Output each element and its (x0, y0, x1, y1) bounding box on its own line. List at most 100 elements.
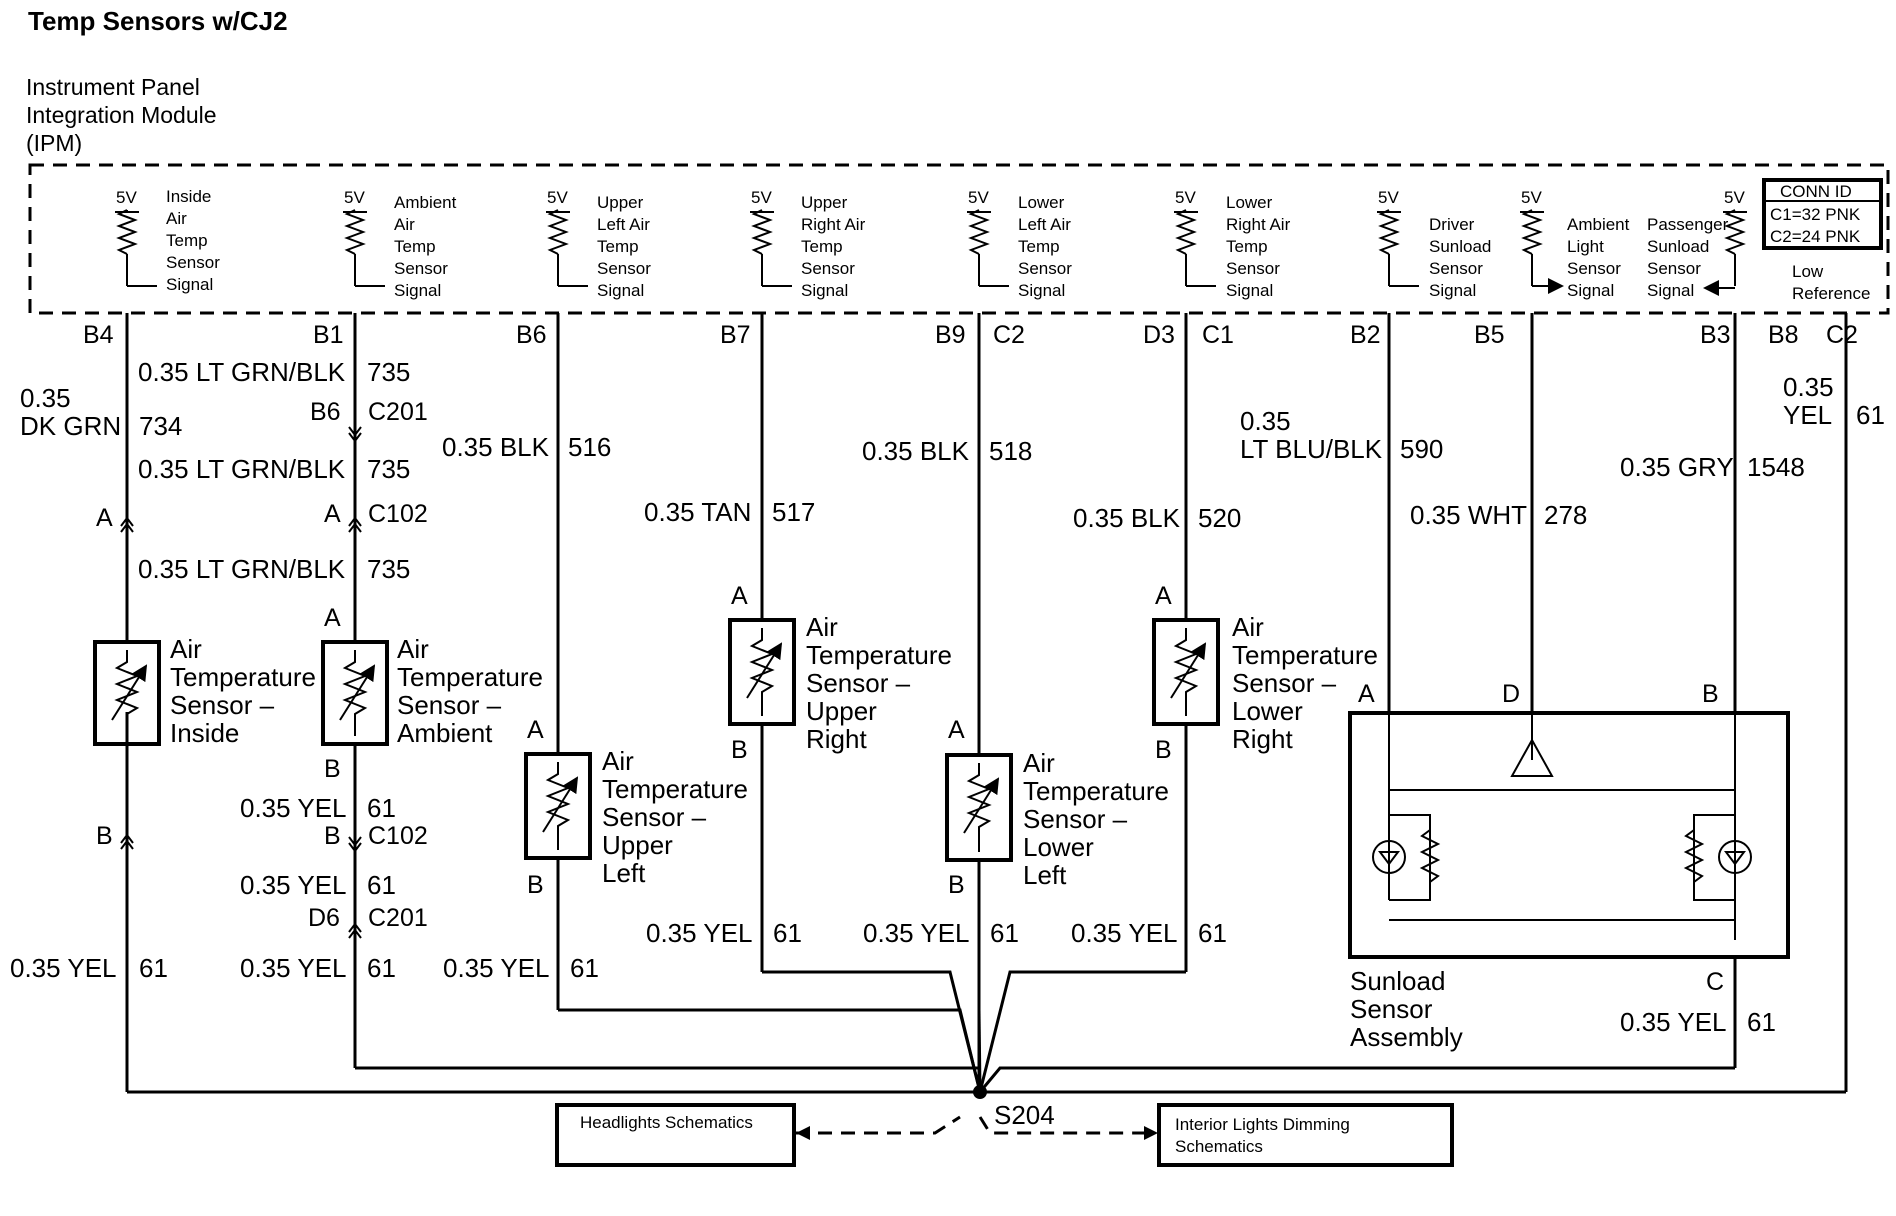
svg-text:LT BLU/BLK: LT BLU/BLK (1240, 434, 1383, 464)
svg-text:Signal: Signal (166, 275, 213, 294)
svg-text:Right Air: Right Air (801, 215, 866, 234)
svg-text:Ambient: Ambient (397, 718, 493, 748)
svg-text:Temp: Temp (1226, 237, 1268, 256)
svg-text:Lower: Lower (1023, 832, 1094, 862)
svg-text:Air: Air (1023, 748, 1055, 778)
svg-text:5V: 5V (1175, 188, 1196, 207)
svg-text:0.35 YEL: 0.35 YEL (863, 918, 970, 948)
svg-text:C102: C102 (368, 822, 428, 850)
svg-text:Left Air: Left Air (1018, 215, 1071, 234)
svg-text:0.35: 0.35 (1783, 372, 1834, 402)
svg-text:Light: Light (1567, 237, 1604, 256)
svg-text:B: B (1155, 736, 1172, 764)
svg-text:Sensor –: Sensor – (806, 668, 911, 698)
svg-text:Air: Air (170, 634, 202, 664)
svg-text:A: A (1155, 582, 1172, 610)
svg-text:Sensor: Sensor (1429, 259, 1483, 278)
svg-text:Sensor –: Sensor – (1232, 668, 1337, 698)
svg-text:5V: 5V (968, 188, 989, 207)
svg-text:0.35: 0.35 (20, 383, 71, 413)
wire-labels: 0.35 DK GRN 734 0.35 LT GRN/BLK 735 0.35… (10, 357, 1885, 1037)
svg-text:B: B (731, 736, 748, 764)
svg-text:Upper: Upper (597, 193, 644, 212)
sunload-sensor-assembly (1348, 711, 1790, 959)
svg-text:0.35 WHT: 0.35 WHT (1410, 500, 1527, 530)
splice-s204 (973, 1085, 987, 1099)
svg-text:61: 61 (1747, 1007, 1776, 1037)
svg-text:Temp: Temp (801, 237, 843, 256)
svg-text:B: B (96, 822, 113, 850)
svg-text:5V: 5V (1378, 188, 1399, 207)
connector-labels: B6 C201 A A C102 A B B B C102 D6 C201 A … (96, 398, 1724, 996)
svg-text:0.35 TAN: 0.35 TAN (644, 497, 751, 527)
svg-text:C102: C102 (368, 500, 428, 528)
svg-text:C201: C201 (368, 904, 428, 932)
svg-text:Sensor: Sensor (1018, 259, 1072, 278)
svg-text:Left: Left (1023, 860, 1067, 890)
svg-text:Instrument Panel: Instrument Panel (26, 74, 200, 100)
svg-text:590: 590 (1400, 434, 1443, 464)
svg-text:B: B (948, 871, 965, 899)
sensor-lower-right (1152, 618, 1220, 726)
svg-text:D: D (1502, 680, 1520, 708)
svg-text:0.35 GRY: 0.35 GRY (1620, 452, 1734, 482)
splice-label: S204 (994, 1100, 1055, 1130)
svg-text:C2=24 PNK: C2=24 PNK (1770, 227, 1861, 246)
svg-text:61: 61 (367, 870, 396, 900)
svg-text:Signal: Signal (597, 281, 644, 300)
svg-text:Sensor: Sensor (801, 259, 855, 278)
svg-text:1548: 1548 (1747, 452, 1805, 482)
svg-text:B7: B7 (720, 321, 751, 349)
svg-text:734: 734 (139, 411, 182, 441)
sensor-labels: Air Temperature Sensor – Inside Air Temp… (170, 612, 1463, 1052)
svg-text:61: 61 (367, 793, 396, 823)
svg-text:Low: Low (1792, 262, 1824, 281)
svg-text:0.35 YEL: 0.35 YEL (240, 953, 347, 983)
svg-text:735: 735 (367, 554, 410, 584)
svg-text:5V: 5V (1521, 188, 1542, 207)
svg-text:Right: Right (1232, 724, 1293, 754)
svg-text:Temp: Temp (394, 237, 436, 256)
svg-text:735: 735 (367, 357, 410, 387)
svg-text:5V: 5V (344, 188, 365, 207)
svg-text:61: 61 (1198, 918, 1227, 948)
svg-text:735: 735 (367, 454, 410, 484)
svg-text:(IPM): (IPM) (26, 130, 82, 156)
svg-text:Sunload: Sunload (1429, 237, 1491, 256)
svg-text:Right Air: Right Air (1226, 215, 1291, 234)
svg-text:DK GRN: DK GRN (20, 411, 121, 441)
svg-text:61: 61 (1856, 400, 1885, 430)
svg-text:Schematics: Schematics (1175, 1137, 1263, 1156)
svg-text:A: A (324, 604, 341, 632)
svg-text:61: 61 (773, 918, 802, 948)
svg-text:Upper: Upper (602, 830, 673, 860)
svg-text:B: B (324, 755, 341, 783)
headlights-schematics-link[interactable]: Headlights Schematics (555, 1103, 796, 1167)
svg-text:Temp: Temp (597, 237, 639, 256)
svg-text:0.35 BLK: 0.35 BLK (442, 432, 550, 462)
svg-text:Ambient: Ambient (394, 193, 457, 212)
svg-text:0.35 YEL: 0.35 YEL (240, 793, 347, 823)
sensor-lower-left (945, 753, 1013, 862)
svg-text:Air: Air (166, 209, 187, 228)
svg-text:Upper: Upper (801, 193, 848, 212)
svg-text:D3: D3 (1143, 321, 1175, 349)
svg-text:Air: Air (397, 634, 429, 664)
svg-text:C2: C2 (1826, 321, 1858, 349)
svg-text:D6: D6 (308, 904, 340, 932)
svg-text:Sensor –: Sensor – (397, 690, 502, 720)
svg-text:B2: B2 (1350, 321, 1381, 349)
svg-text:61: 61 (990, 918, 1019, 948)
svg-text:Sensor –: Sensor – (602, 802, 707, 832)
interior-lights-dimming-link[interactable]: Interior Lights Dimming Schematics (1157, 1103, 1454, 1167)
module-name: Instrument Panel Integration Module (IPM… (26, 74, 217, 156)
svg-text:B6: B6 (516, 321, 547, 349)
sensor-upper-right (728, 618, 796, 726)
headlights-link-line (795, 1115, 961, 1135)
connector-symbols (120, 426, 362, 939)
svg-text:Driver: Driver (1429, 215, 1475, 234)
svg-text:C2: C2 (993, 321, 1025, 349)
svg-text:Sensor –: Sensor – (170, 690, 275, 720)
svg-text:Sensor: Sensor (1567, 259, 1621, 278)
